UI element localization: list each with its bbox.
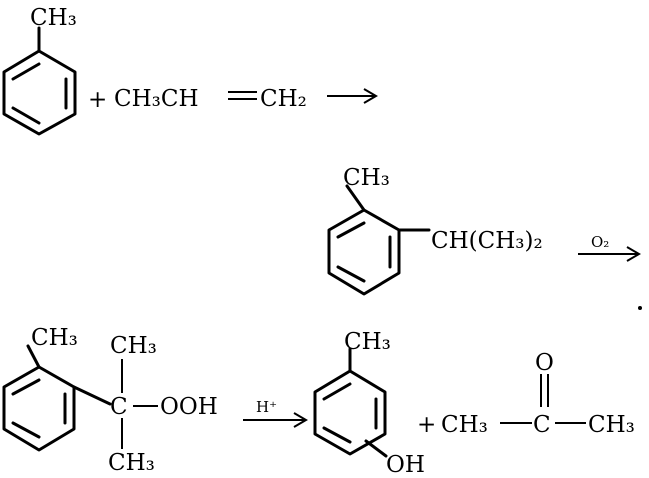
isopropyl-label: CH(CH₃)₂ xyxy=(431,228,543,254)
acid-reagent-label: H⁺ xyxy=(256,398,277,416)
cresol-ring xyxy=(313,347,388,458)
quaternary-carbon-label: C xyxy=(110,394,128,420)
hydroperoxide-methyl-label: CH₃ xyxy=(31,325,78,351)
propylene-label: CH₃CH xyxy=(114,86,199,112)
carbonyl-double-bond xyxy=(540,374,549,407)
quaternary-bottom-methyl-label: CH₃ xyxy=(108,450,155,476)
reaction-3: CH₃ CH₃ C OOH CH₃ H⁺ CH₃ OH + CH₃ C CH₃ xyxy=(2,325,635,478)
acetone-right-methyl-label: CH₃ xyxy=(588,412,635,438)
plus-sign-2: + xyxy=(417,412,436,438)
toluene-ring xyxy=(2,26,77,136)
acetone-left-methyl-label: CH₃ xyxy=(441,412,488,438)
cresol-methyl-label: CH₃ xyxy=(344,329,391,355)
plus-sign-1: + xyxy=(88,87,107,113)
acetone-oxygen-label: O xyxy=(535,350,554,376)
quaternary-top-methyl-label: CH₃ xyxy=(110,333,157,359)
reaction-1: CH₃ + CH₃CH CH₂ xyxy=(2,5,378,136)
acetone-carbon-label: C xyxy=(533,412,551,438)
toluene-methyl-label: CH₃ xyxy=(30,5,77,31)
cymene-ring xyxy=(327,184,431,296)
hydroxyl-label: OH xyxy=(386,452,425,478)
reaction-arrow-1 xyxy=(327,88,378,104)
hydroperoxy-label: OOH xyxy=(160,394,218,420)
hydroperoxide-ring xyxy=(2,344,112,452)
reaction-arrow-3 xyxy=(243,412,308,428)
reaction-2: CH₃ CH(CH₃)₂ O₂ xyxy=(327,165,642,310)
cymene-methyl-label: CH₃ xyxy=(343,165,390,191)
reaction-arrow-2 xyxy=(578,246,641,262)
speck-dot xyxy=(638,306,642,310)
oxygen-reagent-label: O₂ xyxy=(591,233,609,251)
propylene-end-label: CH₂ xyxy=(260,86,307,112)
double-bond xyxy=(228,91,257,100)
